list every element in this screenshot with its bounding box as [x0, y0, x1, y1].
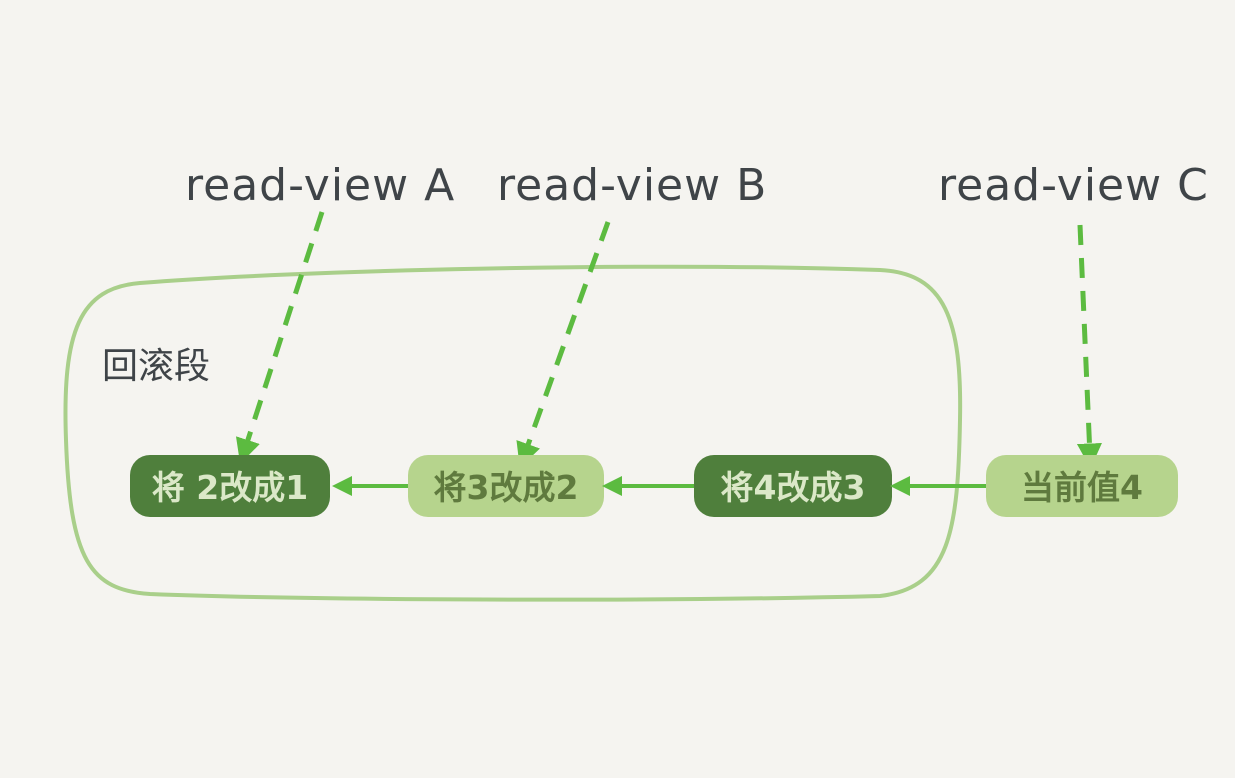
version-node-4-label: 当前值4	[1021, 468, 1143, 507]
version-node-4-box	[986, 455, 1178, 517]
read-view-a-label: read-view A	[185, 160, 455, 211]
version-node-4: 当前值4	[986, 455, 1178, 517]
read-view-b-pointer	[516, 221, 611, 468]
read-view-c-pointer	[1076, 224, 1102, 469]
read-view-a-pointer	[235, 211, 325, 464]
version-node-2-label: 将3改成2	[434, 468, 579, 507]
version-node-2: 将3改成2	[408, 455, 604, 517]
version-node-2-box	[408, 455, 604, 517]
read-view-c-label: read-view C	[938, 160, 1209, 211]
version-node-1-label: 将 2改成1	[152, 468, 308, 507]
version-node-1-box	[130, 455, 330, 517]
read-view-b-label: read-view B	[497, 160, 767, 211]
version-node-3: 将4改成3	[694, 455, 892, 517]
version-node-3-label: 将4改成3	[721, 468, 866, 507]
rollback-segment-label: 回滚段	[102, 346, 210, 387]
version-node-3-box	[694, 455, 892, 517]
rollback-segment-outline	[63, 264, 963, 602]
version-node-1: 将 2改成1	[130, 455, 330, 517]
